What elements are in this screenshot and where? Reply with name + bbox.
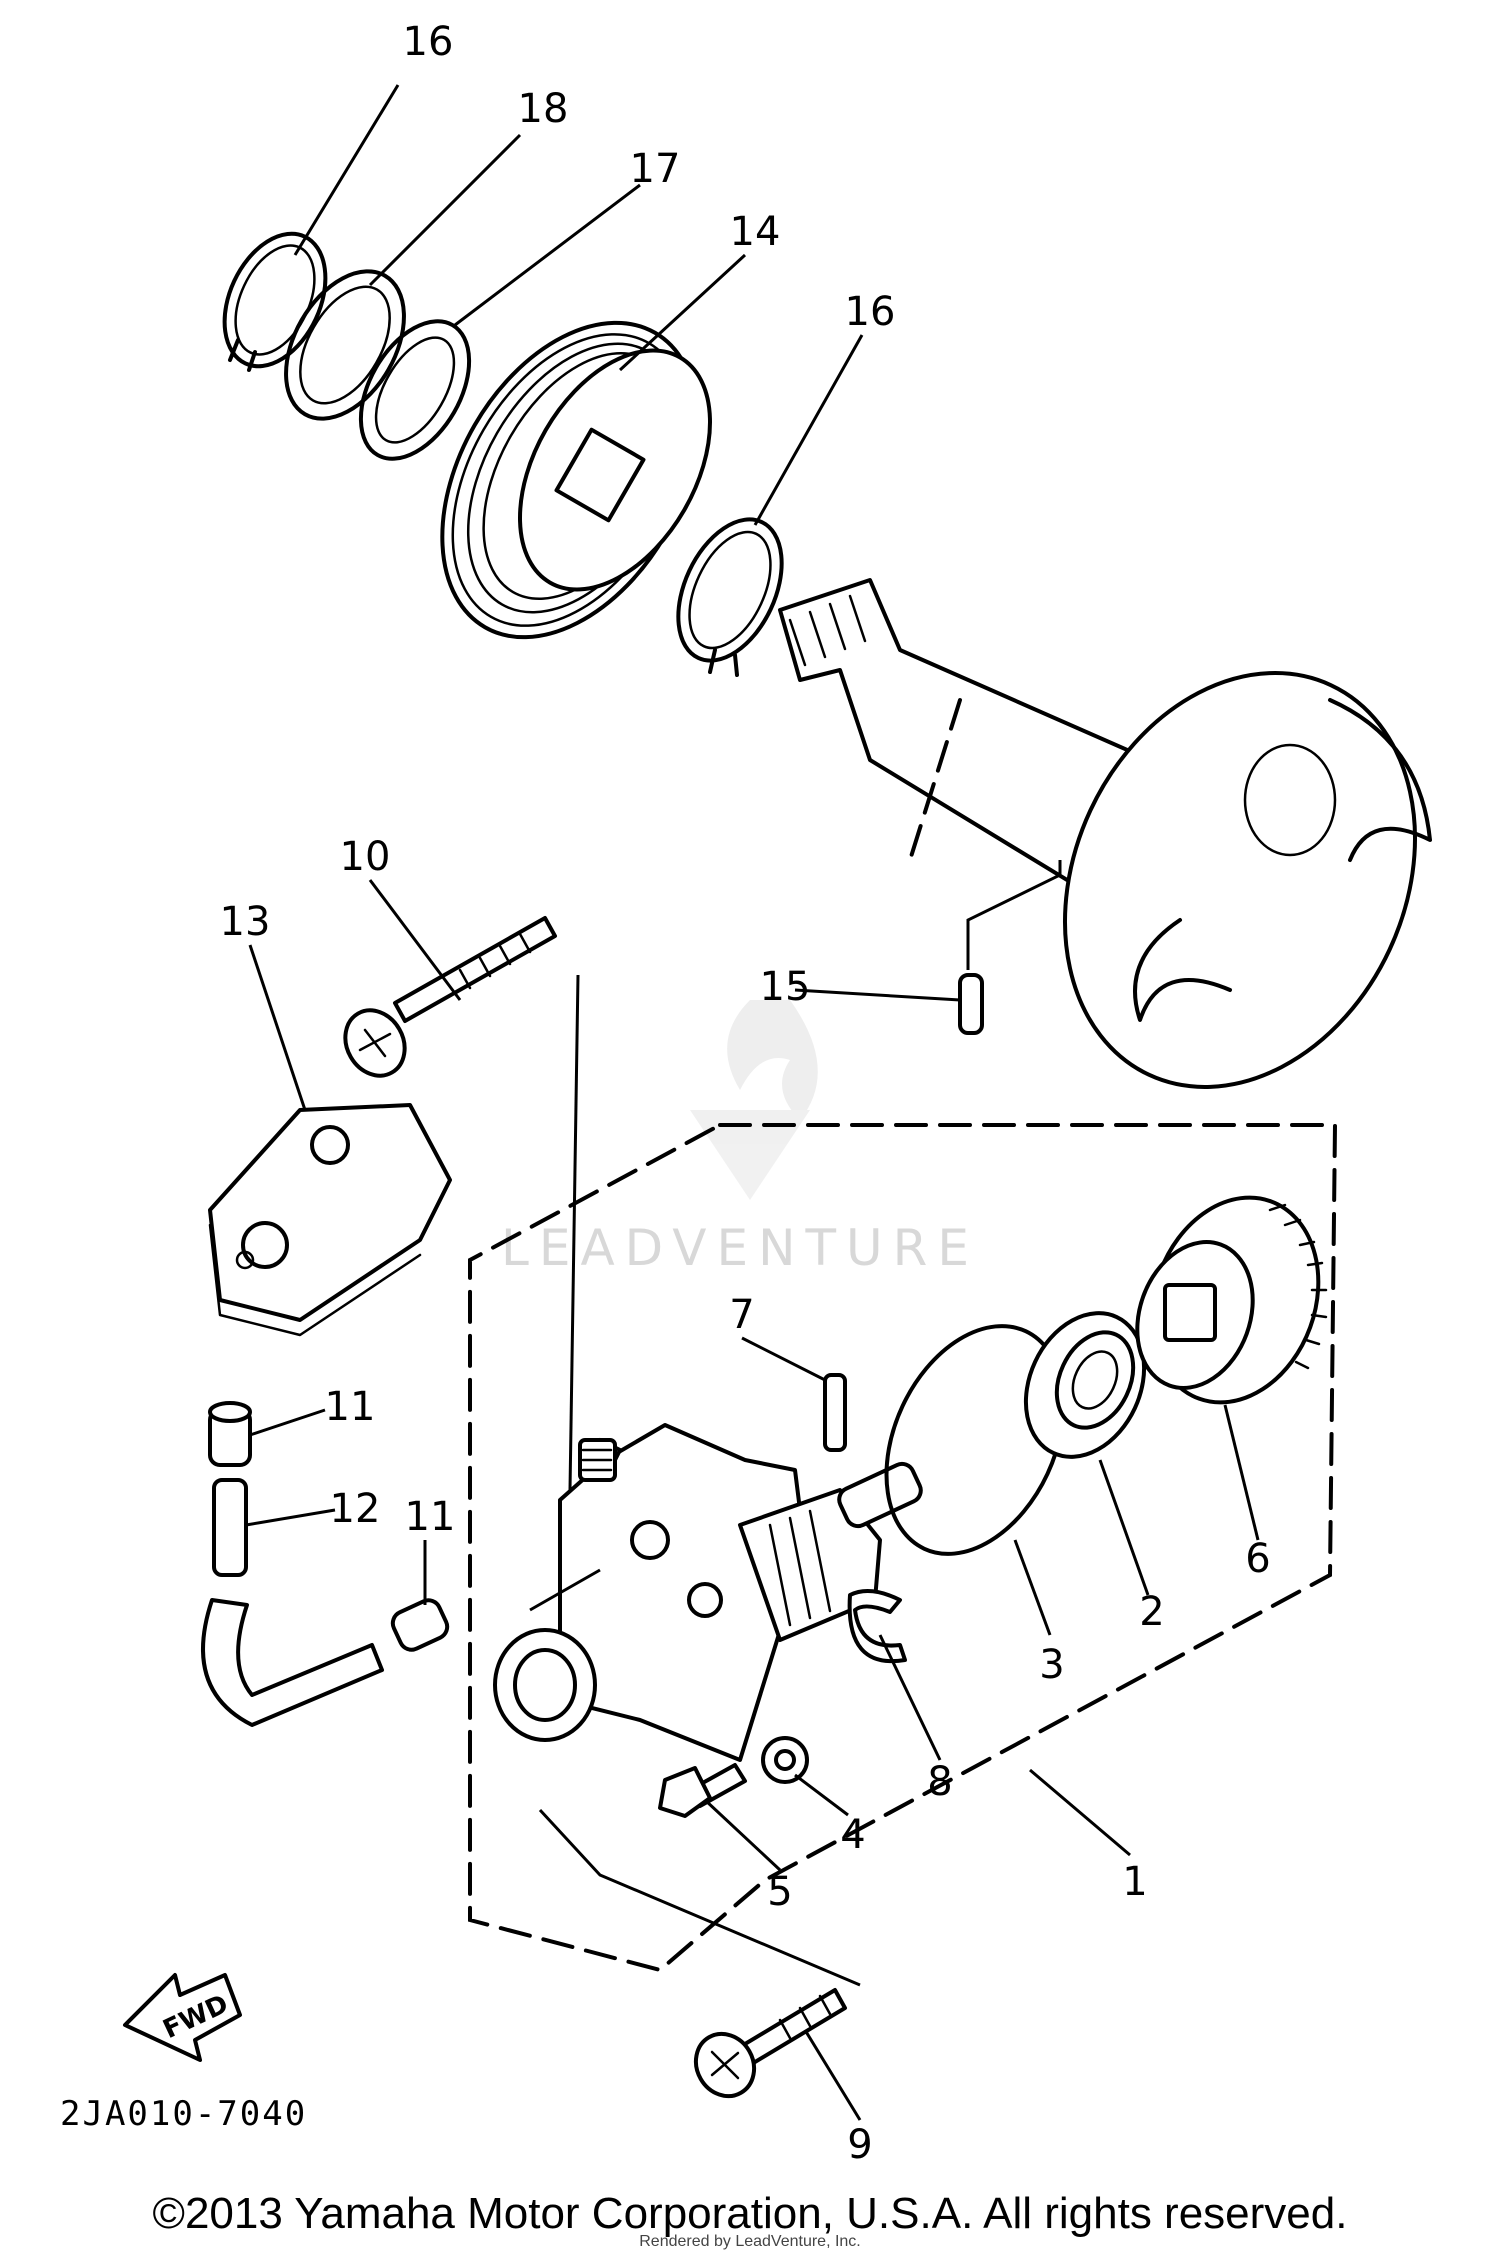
part-13-cover-plate: [208, 1103, 452, 1337]
part-9-bolt: [693, 1988, 847, 2099]
leader-15-shaft: [966, 860, 1062, 970]
callout-1: 1: [1122, 1859, 1147, 1905]
callout-9: 9: [847, 2122, 872, 2168]
part-10-bolt: [343, 916, 557, 1078]
callout-6: 6: [1245, 1536, 1270, 1582]
watermark-logo: [690, 1000, 818, 1200]
leader-lines: [245, 84, 1260, 2121]
pump-housing: [493, 1423, 923, 1762]
callout-11-upper: 11: [325, 1384, 376, 1430]
callout-17: 17: [630, 146, 681, 192]
callout-15: 15: [760, 964, 811, 1010]
part-14-pulley: [440, 320, 712, 640]
impeller-shaft: [778, 578, 1432, 1089]
part-16-circlip-top: [222, 231, 328, 372]
callout-11-lower: 11: [405, 1494, 456, 1540]
copyright-notice: ©2013 Yamaha Motor Corporation, U.S.A. A…: [153, 2189, 1348, 2238]
assembly-1-boundary: [468, 1123, 1338, 1973]
part-5-bolt: [658, 1763, 747, 1818]
rendered-by: Rendered by LeadVenture, Inc.: [639, 2233, 861, 2250]
part-8-clip: [847, 1589, 907, 1664]
callout-18: 18: [518, 86, 569, 132]
callout-12: 12: [330, 1486, 381, 1532]
callout-10: 10: [340, 834, 391, 880]
diagram-code: 2JA010-7040: [60, 2094, 307, 2134]
fwd-arrow-icon: [123, 1973, 242, 2062]
part-11-hose-clamp-lower: [390, 1598, 450, 1652]
callout-16-shaft: 16: [845, 289, 896, 335]
part-18-washer: [284, 269, 406, 421]
part-3-o-ring: [884, 1324, 1066, 1556]
part-15-dowel-pin: [958, 973, 984, 1035]
callout-5: 5: [767, 1869, 792, 1915]
part-11-hose-clamp-upper: [208, 1401, 252, 1467]
part-2-bearing: [1023, 1311, 1147, 1459]
callout-4: 4: [840, 1812, 865, 1858]
part-7-pin: [823, 1373, 847, 1452]
callout-2: 2: [1139, 1589, 1164, 1635]
watermark-text: LEADVENTURE: [501, 1219, 979, 1277]
callout-13: 13: [220, 899, 271, 945]
part-4-washer: [761, 1736, 809, 1784]
callout-16-top: 16: [403, 19, 454, 65]
part-16-circlip-shaft: [676, 517, 784, 677]
callout-14: 14: [730, 209, 781, 255]
callout-8: 8: [927, 1759, 952, 1805]
part-17-spacer: [358, 319, 472, 461]
part-6-gear: [1135, 1195, 1328, 1405]
callout-3: 3: [1039, 1642, 1064, 1688]
part-12-hose: [201, 1478, 384, 1727]
callout-7: 7: [729, 1292, 754, 1338]
